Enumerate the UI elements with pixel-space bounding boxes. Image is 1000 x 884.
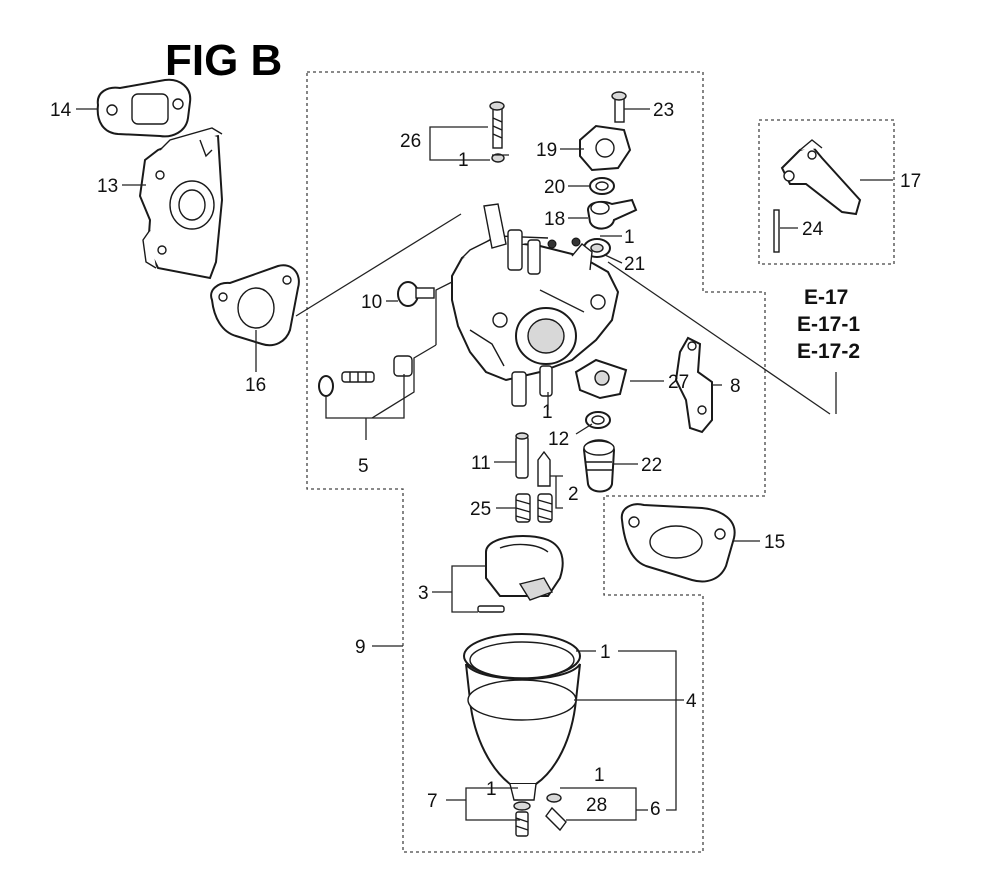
callout-1-chamber: 1 — [600, 642, 611, 663]
callout-16: 16 — [245, 375, 266, 396]
callout-28: 28 — [586, 795, 607, 816]
callout-23: 23 — [653, 100, 674, 121]
callout-11: 11 — [471, 453, 491, 474]
callout-6: 6 — [650, 799, 661, 820]
part-27-plate — [574, 358, 628, 400]
leader-lines — [76, 108, 893, 821]
ref-code-e17-1: E-17-1 — [797, 313, 860, 336]
callout-10: 10 — [361, 292, 382, 313]
callout-12: 12 — [548, 429, 569, 450]
callout-8: 8 — [730, 376, 741, 397]
callout-25: 25 — [470, 499, 491, 520]
part-17-lever — [780, 139, 862, 216]
callout-17: 17 — [900, 171, 921, 192]
callout-15: 15 — [764, 532, 785, 553]
part-3-float — [477, 535, 564, 613]
callout-13: 13 — [97, 176, 118, 197]
callout-labels: 14 13 16 10 26 1 23 19 20 18 1 21 17 24 … — [50, 100, 921, 820]
callout-26: 26 — [400, 131, 421, 152]
figure-title: FIG B — [165, 36, 282, 85]
callout-19: 19 — [536, 140, 557, 161]
part-25-spring — [515, 493, 553, 523]
part-28-bolt — [545, 793, 567, 832]
carburetor-body — [451, 203, 620, 407]
callout-7: 7 — [427, 791, 438, 812]
part-13-insulator-bracket — [138, 127, 224, 280]
callout-9: 9 — [355, 637, 366, 658]
callout-21: 21 — [624, 254, 645, 275]
reference-codes: E-17 E-17-1 E-17-2 — [797, 286, 860, 363]
part-5-pilot-screw-set — [318, 355, 413, 397]
callout-20: 20 — [544, 177, 565, 198]
carburetor-assembly-boundary — [306, 71, 766, 853]
ref-code-e17: E-17 — [804, 286, 848, 309]
part-10-screw — [397, 281, 435, 307]
callout-2: 2 — [568, 484, 579, 505]
callout-5: 5 — [358, 456, 369, 477]
part-20-o-ring — [589, 177, 615, 195]
callout-3: 3 — [418, 583, 429, 604]
part-22-jet-holder — [582, 439, 616, 493]
lever-kit-boundary — [758, 119, 895, 265]
part-16-gasket — [210, 264, 300, 347]
callout-18: 18 — [544, 209, 565, 230]
part-24-pin — [773, 209, 780, 253]
callout-4: 4 — [686, 691, 697, 712]
callout-1-valve: 1 — [624, 227, 635, 248]
part-26-screw — [489, 101, 505, 163]
part-2-main-jet — [537, 450, 551, 487]
part-7-drain-screw — [513, 801, 531, 837]
part-18-valve — [586, 198, 638, 230]
callout-22: 22 — [641, 455, 662, 476]
part-19-cover — [579, 124, 632, 172]
part-8-arm — [674, 336, 713, 434]
part-15-gasket — [620, 503, 736, 583]
callout-1-top: 1 — [458, 150, 469, 171]
part-14-gasket — [96, 78, 192, 138]
part-11-nozzle — [515, 432, 529, 479]
ref-code-e17-2: E-17-2 — [797, 340, 860, 363]
callout-14: 14 — [50, 100, 72, 121]
part-4-float-chamber — [463, 633, 581, 801]
callout-1-body: 1 — [542, 402, 553, 423]
callout-24: 24 — [802, 219, 824, 240]
callout-27: 27 — [668, 372, 689, 393]
callout-1-drain: 1 — [486, 779, 497, 800]
part-23-screw — [611, 91, 627, 123]
callout-1-bolt: 1 — [594, 765, 605, 786]
